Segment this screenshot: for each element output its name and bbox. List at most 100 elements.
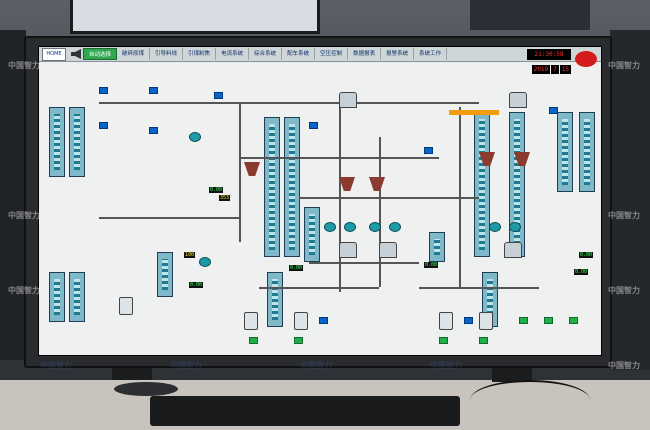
silo-2[interactable] <box>509 92 527 108</box>
menu-item-feed[interactable]: 引导料线 <box>150 48 184 60</box>
pump-5[interactable] <box>489 222 501 232</box>
storage-tank-10[interactable] <box>49 272 65 322</box>
menu-item-car[interactable]: 配车系统 <box>282 48 316 60</box>
readout-5: 0.00 <box>424 262 439 268</box>
readout-4: 0.00 <box>574 269 589 275</box>
motor-16[interactable] <box>544 317 553 324</box>
readout-2: 353 <box>219 195 231 201</box>
menu-bar: HOME 自动选择 破碎原煤 引导料线 引煤制焦 电流系统 综合系统 配车系统 … <box>39 47 601 62</box>
cable <box>470 380 590 420</box>
pump-3[interactable] <box>369 222 381 232</box>
storage-tank-9[interactable] <box>157 252 173 297</box>
readout-6: 0.00 <box>189 282 204 288</box>
motor-4[interactable] <box>149 127 158 134</box>
pipe-vertical-4 <box>459 107 461 287</box>
menu-item-alarm[interactable]: 报警系统 <box>381 48 415 60</box>
storage-tank-7[interactable] <box>557 112 573 192</box>
hopper-4[interactable] <box>479 152 495 166</box>
silo-4[interactable] <box>379 242 397 258</box>
watermark-7: 中国智力 <box>608 361 640 370</box>
storage-tank-4[interactable] <box>284 117 300 257</box>
background-monitor <box>70 0 320 34</box>
watermark-2: 中国智力 <box>8 211 40 220</box>
menu-item-air[interactable]: 空压控制 <box>315 48 349 60</box>
storage-tank-2[interactable] <box>69 107 85 177</box>
storage-tank-6[interactable] <box>509 112 525 257</box>
motor-7[interactable] <box>424 147 433 154</box>
date-month: 7 <box>551 65 559 74</box>
watermark-4: 中国智力 <box>608 61 640 70</box>
watermark-3: 中国智力 <box>8 286 40 295</box>
motor-3[interactable] <box>99 122 108 129</box>
storage-tank-14[interactable] <box>304 207 320 262</box>
hopper-1[interactable] <box>244 162 260 176</box>
hopper-3[interactable] <box>369 177 385 191</box>
storage-tank-1[interactable] <box>49 107 65 177</box>
watermark-6: 中国智力 <box>608 286 640 295</box>
pipe-vertical-3 <box>239 102 241 242</box>
silo-5[interactable] <box>504 242 522 258</box>
motor-8[interactable] <box>549 107 558 114</box>
background-window <box>470 0 590 30</box>
readout-7: 100 <box>184 252 196 258</box>
storage-tank-12[interactable] <box>267 272 283 327</box>
motor-1[interactable] <box>99 87 108 94</box>
motor-17[interactable] <box>569 317 578 324</box>
menu-item-current[interactable]: 电流系统 <box>216 48 250 60</box>
storage-tank-8[interactable] <box>579 112 595 192</box>
motor-11[interactable] <box>249 337 258 344</box>
pump-1[interactable] <box>324 222 336 232</box>
storage-tank-11[interactable] <box>69 272 85 322</box>
motor-5[interactable] <box>214 92 223 99</box>
storage-tank-3[interactable] <box>264 117 280 257</box>
level-bar <box>449 110 499 115</box>
pipe-left <box>99 217 239 219</box>
readout-3: 0.00 <box>289 265 304 271</box>
home-logo[interactable]: HOME <box>42 47 66 61</box>
cylinder-1[interactable] <box>244 312 258 330</box>
motor-9[interactable] <box>319 317 328 324</box>
company-logo <box>575 51 597 67</box>
motor-2[interactable] <box>149 87 158 94</box>
cylinder-4[interactable] <box>479 312 493 330</box>
motor-10[interactable] <box>464 317 473 324</box>
motor-6[interactable] <box>309 122 318 129</box>
menu-item-coke[interactable]: 引煤制焦 <box>183 48 217 60</box>
motor-15[interactable] <box>519 317 528 324</box>
storage-tank-15[interactable] <box>429 232 445 262</box>
cylinder-5[interactable] <box>119 297 133 315</box>
watermark-8: 中国智力 <box>40 361 72 370</box>
pump-6[interactable] <box>509 222 521 232</box>
menu-item-general[interactable]: 综合系统 <box>249 48 283 60</box>
pump-7[interactable] <box>199 257 211 267</box>
cylinder-3[interactable] <box>439 312 453 330</box>
storage-tank-5[interactable] <box>474 112 490 257</box>
pipe-bottom-right <box>419 287 539 289</box>
motor-12[interactable] <box>294 337 303 344</box>
date-day: 15 <box>559 65 571 74</box>
pipe-lower <box>309 262 419 264</box>
watermark-11: 中国智力 <box>430 361 462 370</box>
speaker-icon[interactable] <box>71 49 81 59</box>
silo-1[interactable] <box>339 92 357 108</box>
hopper-5[interactable] <box>514 152 530 166</box>
cylinder-2[interactable] <box>294 312 308 330</box>
readout-1: 0.00 <box>209 187 224 193</box>
pipe-bottom-left <box>259 287 379 289</box>
motor-14[interactable] <box>479 337 488 344</box>
silo-3[interactable] <box>339 242 357 258</box>
monitor-frame: HOME 自动选择 破碎原煤 引导料线 引煤制焦 电流系统 综合系统 配车系统 … <box>24 36 612 368</box>
hopper-2[interactable] <box>339 177 355 191</box>
menu-item-crush[interactable]: 破碎原煤 <box>117 48 151 60</box>
menu-item-report[interactable]: 数据报表 <box>348 48 382 60</box>
pump-4[interactable] <box>389 222 401 232</box>
menu-item-system[interactable]: 系统工作 <box>414 48 448 60</box>
pump-8[interactable] <box>189 132 201 142</box>
pump-2[interactable] <box>344 222 356 232</box>
readout-8: 0.00 <box>579 252 594 258</box>
date-display: 2019 7 15 <box>531 65 571 74</box>
right-wall <box>610 30 650 370</box>
keyboard <box>150 396 460 426</box>
menu-item-auto[interactable]: 自动选择 <box>83 48 118 60</box>
motor-13[interactable] <box>439 337 448 344</box>
